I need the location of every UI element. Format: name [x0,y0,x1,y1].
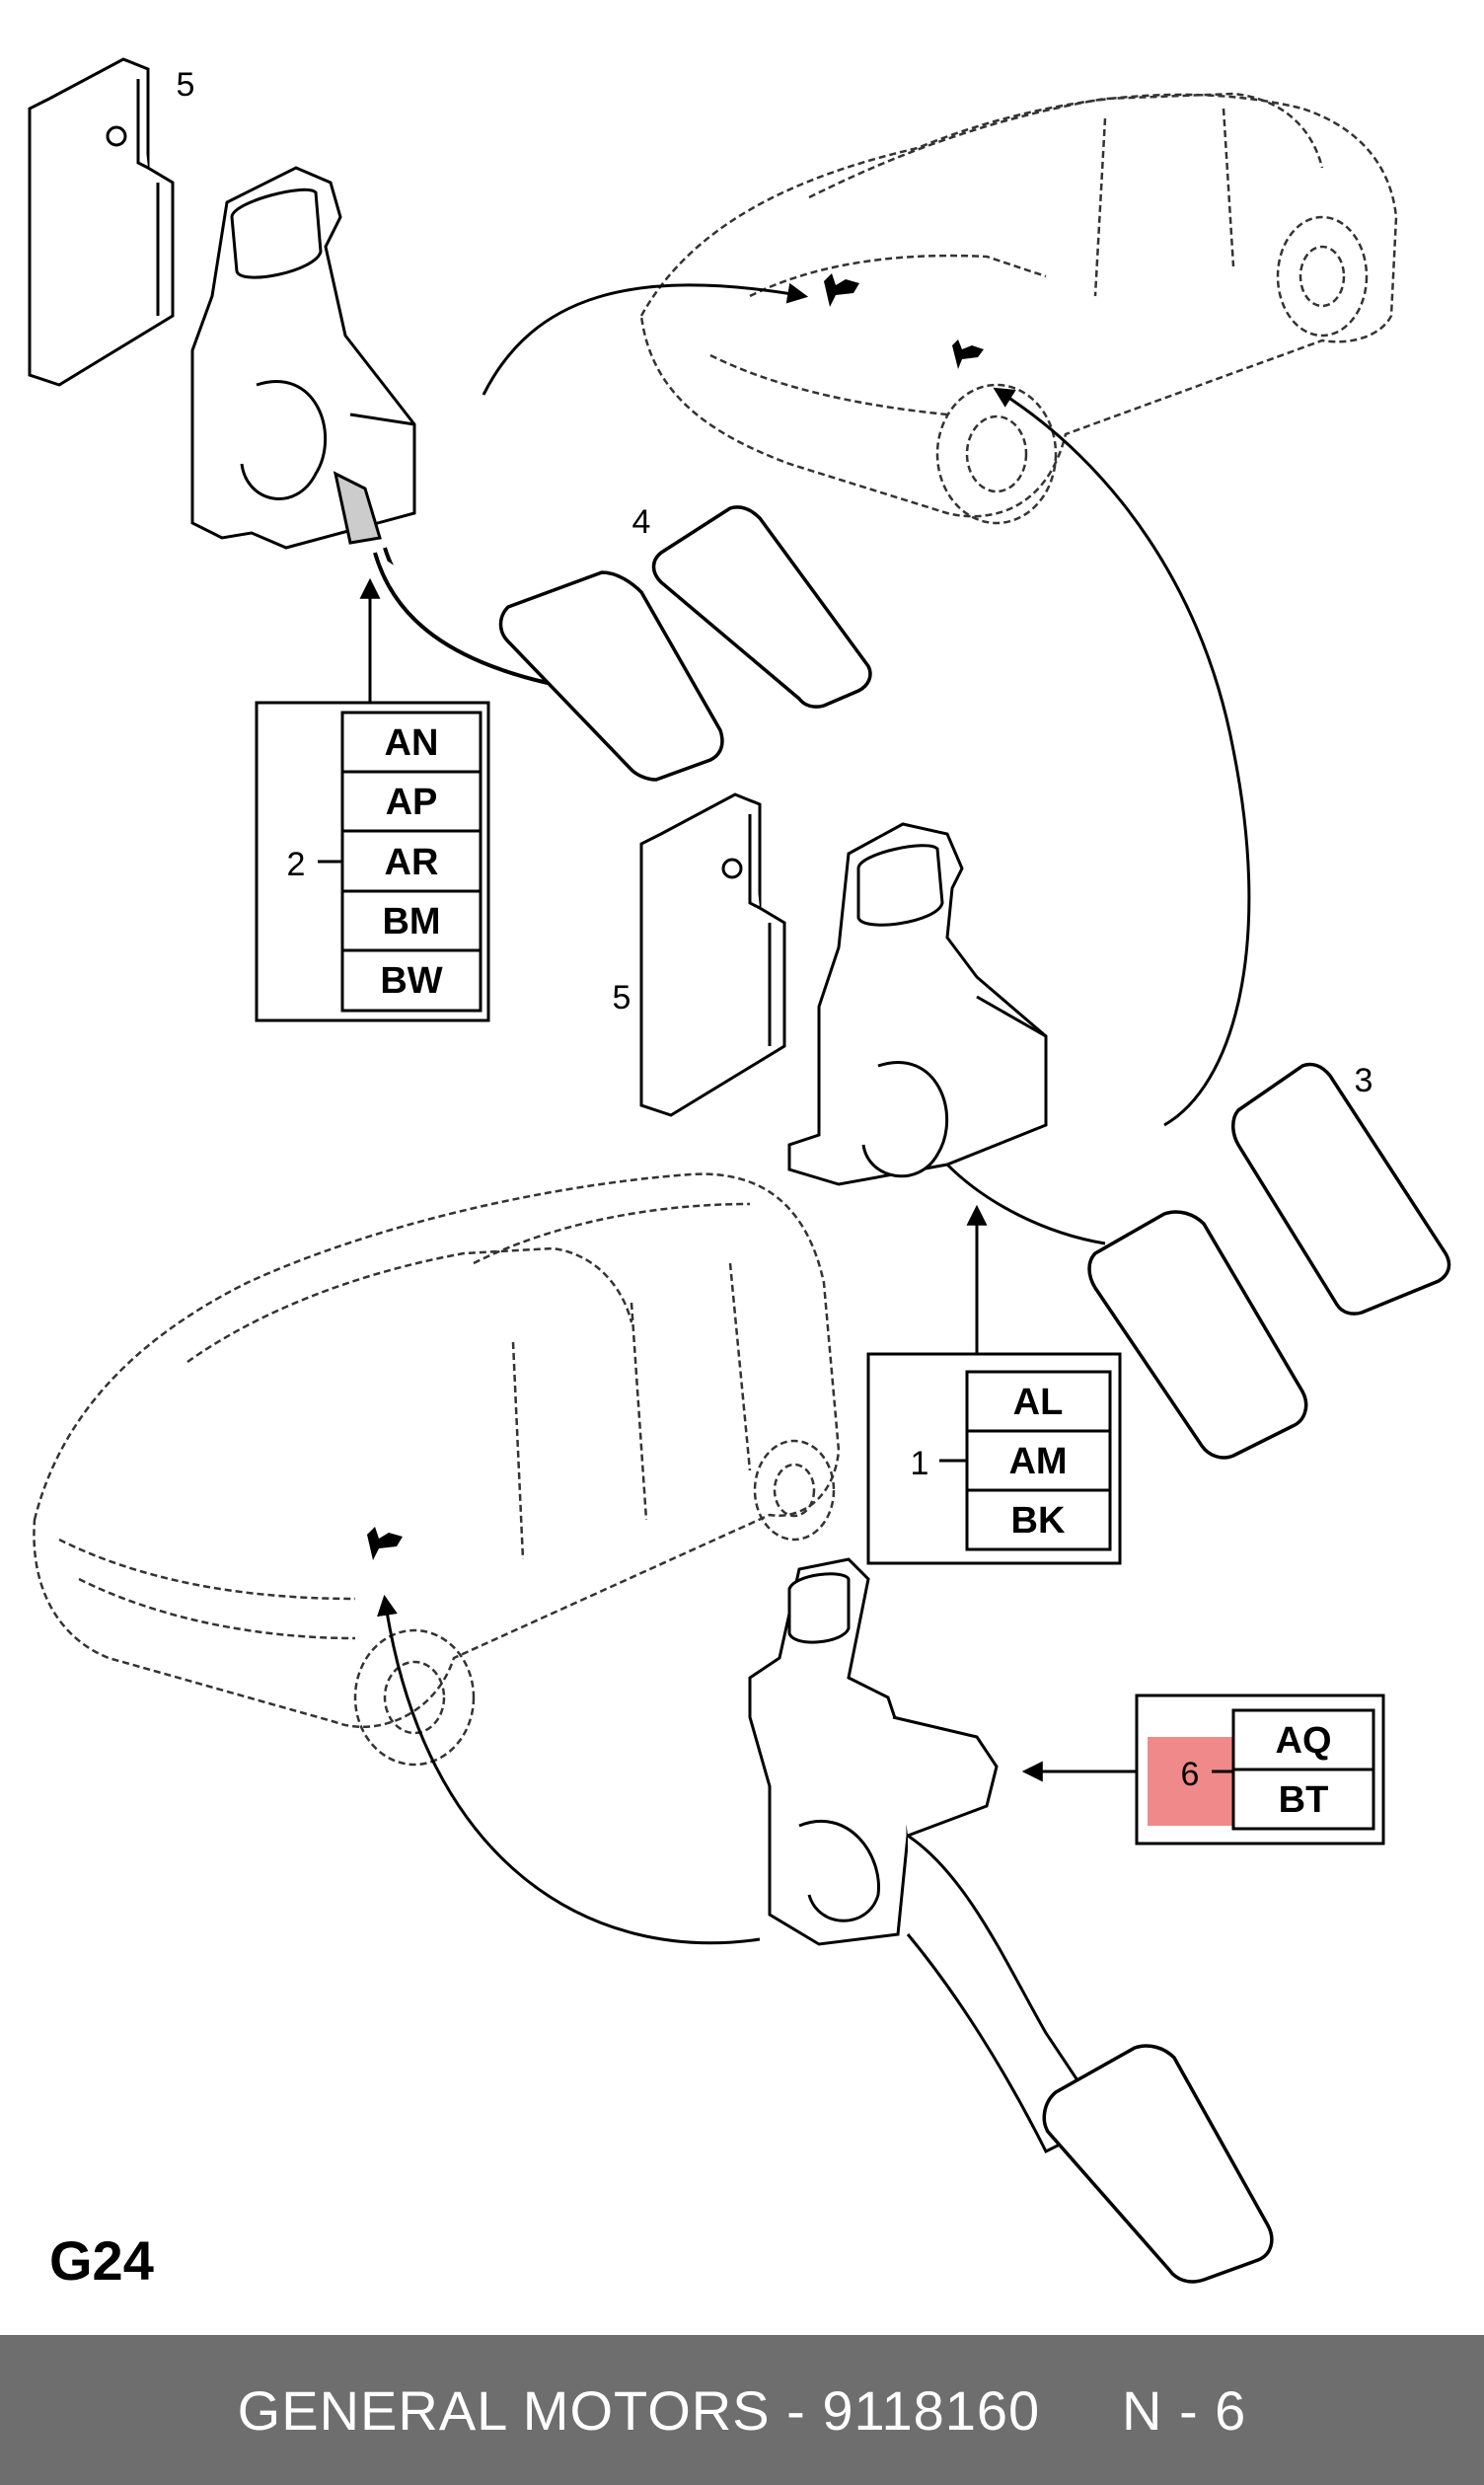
hatchback-location-marks [824,273,984,369]
hatchback-car-illustration [639,92,1398,518]
footer-bar: GENERAL MOTORS - 9118160 N - 6 [0,2335,1484,2485]
pedal-pad-a [498,570,724,782]
pedal-sensor-1 [787,822,1106,1245]
label-5-top: 5 [177,66,195,104]
pedal-pad-3 [1231,1062,1451,1316]
callout-6-code-aq: AQ [1276,1720,1332,1762]
callout-2: 2 AN AP AR BM BW [255,701,490,1022]
mpv-car-illustration [33,1172,841,1729]
callout-2-number: 2 [287,846,306,883]
callout-6-number: 6 [1181,1756,1200,1793]
label-5-middle: 5 [613,979,631,1017]
footer-caption: GENERAL MOTORS - 9118160 N - 6 [237,2378,1247,2442]
callout-arrows [359,577,1137,1782]
parts-diagram: 2 AN AP AR BM BW 1 AL AM BK 6 AQ BT 3 4 … [28,57,1451,2292]
callout-2-code-ap: AP [386,782,438,823]
curved-arrows [377,282,1251,1945]
bracket-5-middle [639,792,786,1117]
callout-2-code-ar: AR [385,842,439,883]
callout-2-code-bw: BW [380,960,442,1002]
callout-1-code-am: AM [1008,1441,1067,1482]
pedal-pad-1 [1087,1210,1308,1460]
callout-1-code-al: AL [1013,1382,1064,1423]
pedal-pad-4 [651,505,872,709]
callout-6: 6 AQ BT [1135,1694,1385,1845]
label-4: 4 [632,503,651,541]
callout-1-number: 1 [911,1445,929,1482]
pedal-sensor-6 [748,1557,1129,2154]
bracket-5-top [28,57,175,387]
mpv-location-mark [367,1527,403,1560]
pedal-pad-6 [1042,2044,1274,2284]
page-code: G24 [49,2229,154,2292]
label-3: 3 [1355,1062,1373,1099]
callout-2-code-an: AN [385,722,439,764]
callout-1-code-bk: BK [1011,1500,1066,1542]
callout-6-highlight [1148,1737,1234,1826]
callout-6-code-bt: BT [1279,1779,1329,1821]
mpv-wheels [353,1439,836,1767]
hatchback-wheels [935,215,1369,525]
callout-1: 1 AL AM BK [866,1352,1122,1565]
callout-2-code-bm: BM [382,901,440,942]
